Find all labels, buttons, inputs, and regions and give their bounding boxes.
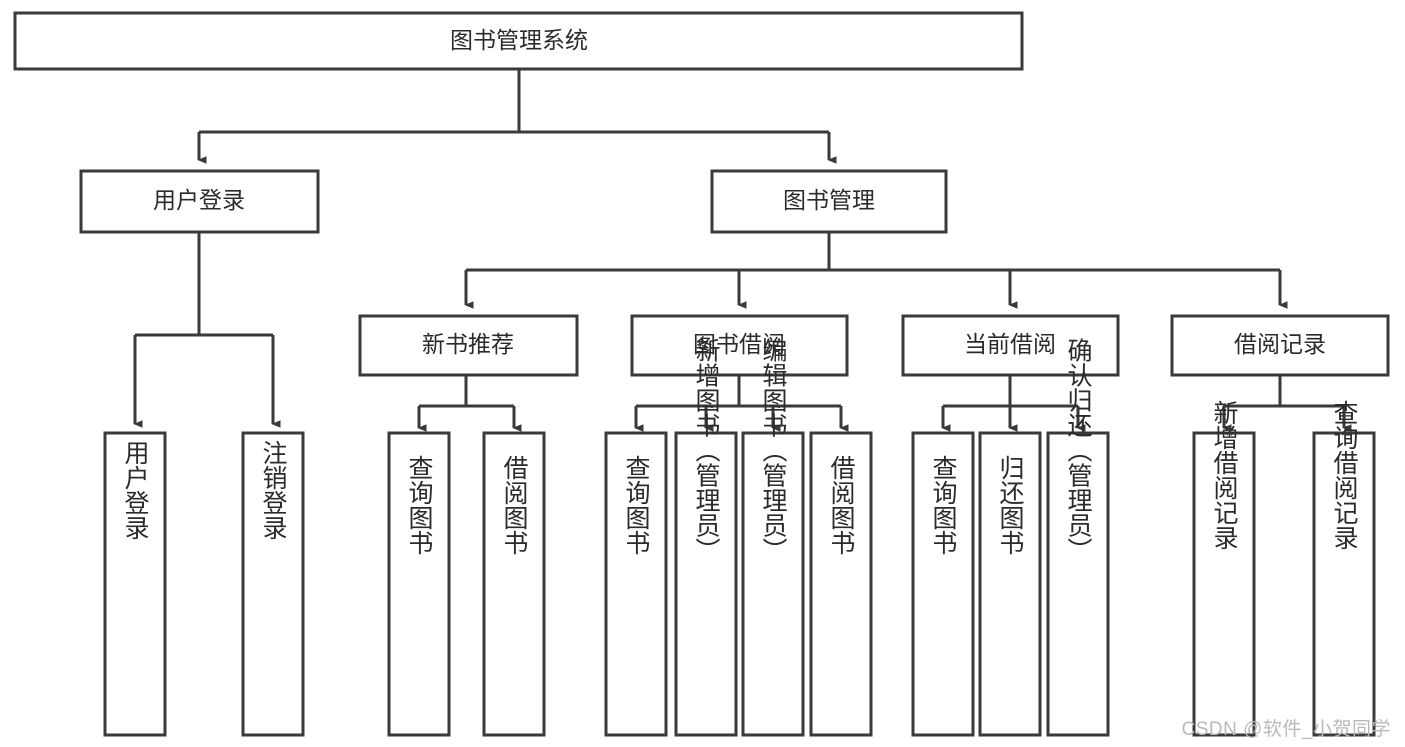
node-leaf-query-borrow-record[interactable]: 查询借阅记录 [1312, 400, 1376, 737]
node-leaf-add-borrow-record-box[interactable] [1192, 431, 1256, 737]
node-root-box[interactable] [13, 11, 1024, 71]
node-current-borrow-box[interactable] [901, 314, 1120, 377]
node-leaf-borrow-book-2-box[interactable] [809, 431, 873, 737]
node-new-book-rec[interactable]: 新书推荐 [358, 314, 579, 377]
node-leaf-query-book-3[interactable]: 查询图书 [911, 431, 975, 737]
node-borrow-record-box[interactable] [1170, 314, 1390, 377]
node-leaf-logout[interactable]: 注销登录 [241, 431, 305, 737]
node-book-borrow[interactable]: 图书借阅 [630, 314, 849, 377]
node-leaf-edit-book-admin-box[interactable] [741, 431, 805, 737]
node-leaf-return-book-label: 归还图书 [996, 455, 1025, 555]
node-root-label: 图书管理系统 [450, 27, 588, 53]
node-borrow-record[interactable]: 借阅记录 [1170, 314, 1390, 377]
node-leaf-user-login-box[interactable] [103, 431, 167, 737]
node-leaf-query-borrow-record-label: 查询借阅记录 [1330, 400, 1359, 550]
node-book-manage-label: 图书管理 [783, 187, 875, 213]
node-leaf-add-borrow-record[interactable]: 新增借阅记录 [1192, 400, 1256, 737]
node-book-borrow-box[interactable] [630, 314, 849, 377]
node-book-manage-box[interactable] [710, 169, 948, 234]
node-leaf-borrow-book-1[interactable]: 借阅图书 [482, 431, 546, 737]
node-borrow-record-label: 借阅记录 [1234, 331, 1326, 357]
node-leaf-logout-box[interactable] [241, 431, 305, 737]
node-leaf-query-book-2-label: 查询图书 [622, 455, 651, 555]
node-leaf-borrow-book-2[interactable]: 借阅图书 [809, 431, 873, 737]
node-leaf-return-book[interactable]: 归还图书 [978, 431, 1042, 737]
node-leaf-add-borrow-record-label: 新增借阅记录 [1210, 400, 1239, 550]
node-user-login-box[interactable] [79, 169, 320, 234]
node-leaf-borrow-book-1-label: 借阅图书 [500, 455, 529, 555]
node-leaf-borrow-book-1-box[interactable] [482, 431, 546, 737]
node-leaf-return-book-box[interactable] [978, 431, 1042, 737]
csdn-watermark: CSDN @软件_小贺同学 [1181, 719, 1391, 740]
node-new-book-rec-label: 新书推荐 [422, 331, 514, 357]
node-leaf-borrow-book-2-label: 借阅图书 [827, 455, 856, 555]
node-leaf-query-book-2[interactable]: 查询图书 [604, 431, 668, 737]
node-leaf-confirm-return-admin-box[interactable] [1046, 431, 1110, 737]
node-leaf-logout-label: 注销登录 [259, 440, 288, 540]
connectors-group [133, 69, 1352, 432]
node-leaf-query-book-3-label: 查询图书 [929, 455, 958, 555]
node-leaf-user-login[interactable]: 用户登录 [103, 431, 167, 737]
node-leaf-edit-book-admin-label: 编辑图书（管理员） [759, 338, 788, 563]
node-leaf-confirm-return-admin-label: 确认归还（管理员） [1064, 338, 1093, 563]
node-leaf-add-book-admin-box[interactable] [674, 431, 738, 737]
node-user-login[interactable]: 用户登录 [79, 169, 320, 234]
node-leaf-edit-book-admin[interactable]: 编辑图书（管理员） [741, 338, 805, 737]
node-root[interactable]: 图书管理系统 [13, 11, 1024, 71]
node-leaf-query-book-1-label: 查询图书 [405, 455, 434, 555]
node-leaf-add-book-admin[interactable]: 新增图书（管理员） [674, 338, 738, 737]
node-user-login-label: 用户登录 [153, 187, 245, 213]
node-leaf-confirm-return-admin[interactable]: 确认归还（管理员） [1046, 338, 1110, 737]
node-book-borrow-label: 图书借阅 [693, 331, 785, 357]
node-leaf-query-book-2-box[interactable] [604, 431, 668, 737]
node-leaf-user-login-label: 用户登录 [121, 440, 150, 540]
node-current-borrow[interactable]: 当前借阅 [901, 314, 1120, 377]
node-leaf-query-borrow-record-box[interactable] [1312, 431, 1376, 737]
node-new-book-rec-box[interactable] [358, 314, 579, 377]
node-current-borrow-label: 当前借阅 [964, 331, 1056, 357]
node-leaf-query-book-1[interactable]: 查询图书 [387, 431, 451, 737]
node-leaf-query-book-1-box[interactable] [387, 431, 451, 737]
node-leaf-query-book-3-box[interactable] [911, 431, 975, 737]
node-book-manage[interactable]: 图书管理 [710, 169, 948, 234]
node-leaf-add-book-admin-label: 新增图书（管理员） [692, 338, 721, 563]
